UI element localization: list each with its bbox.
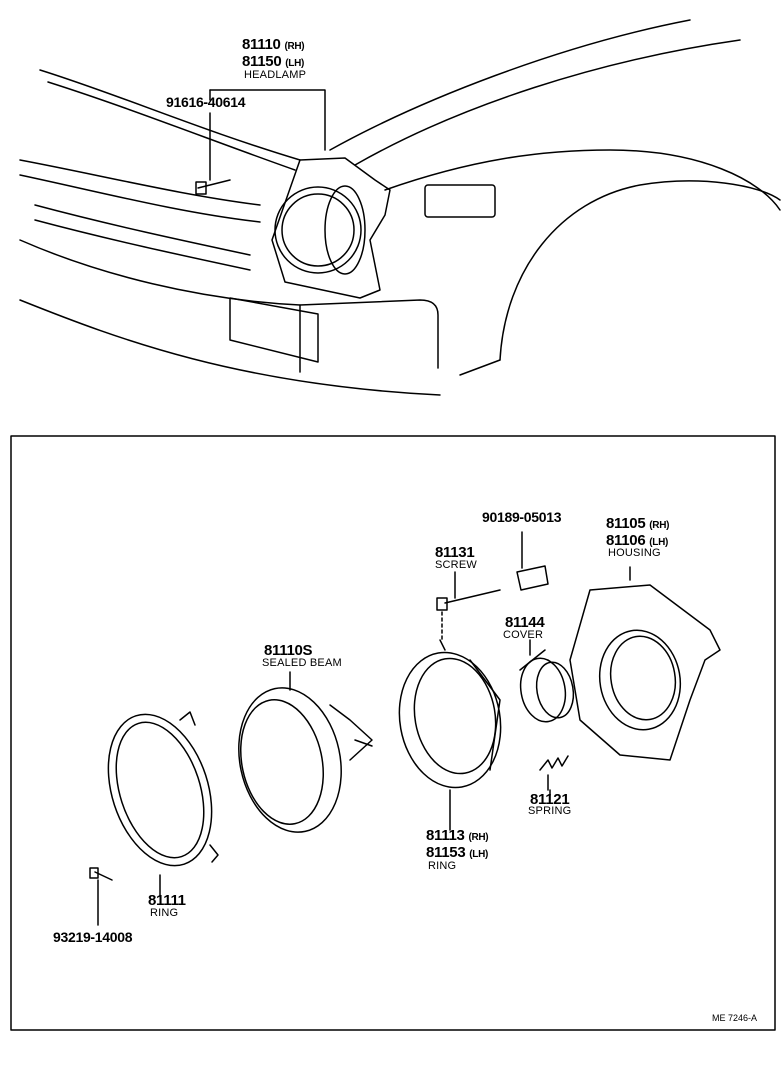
- retainer-screw: [89, 867, 113, 926]
- bolt-part-number: 91616-40614: [166, 94, 246, 110]
- adjuster-spring: [539, 755, 569, 791]
- headlamp-part-number-rh: 81110 (RH): [242, 36, 305, 53]
- headlamp-part-number-lh: 81150 (LH): [242, 53, 305, 70]
- cover-part-number: 81144: [505, 614, 545, 631]
- adjusting-screw: [436, 589, 501, 641]
- mount-ring-part-number-rh: 81113 (RH): [426, 827, 489, 844]
- adjuster-cover: [519, 649, 575, 723]
- screw-name: SCREW: [435, 559, 477, 571]
- reference-code: ME 7246-A: [712, 1013, 758, 1023]
- mount-ring-part-number-lh: 81153 (LH): [426, 844, 489, 861]
- exploded-view-frame: [10, 435, 776, 1031]
- sealed-beam-name: SEALED BEAM: [262, 657, 342, 669]
- retainer-screw-part-number: 93219-14008: [53, 929, 133, 945]
- sealed-beam: [238, 687, 373, 833]
- mounting-ring: [398, 639, 502, 831]
- housing-part-number-lh: 81106 (LH): [606, 532, 669, 549]
- sealed-beam-part-number: 81110S: [264, 642, 313, 659]
- retainer-ring: [107, 711, 219, 867]
- mount-ring-name: RING: [428, 860, 457, 872]
- vehicle-body-illustration: [19, 19, 781, 396]
- headlamp-name: HEADLAMP: [244, 69, 307, 81]
- spring-name: SPRING: [528, 805, 572, 817]
- clip-nut: [516, 531, 549, 591]
- housing-part-number-rh: 81105 (RH): [606, 515, 670, 532]
- spring-part-number: 81121: [530, 791, 570, 808]
- housing-name: HOUSING: [608, 547, 661, 559]
- cover-name: COVER: [503, 629, 544, 641]
- headlamp-housing: [569, 566, 721, 761]
- retainer-ring-name: RING: [150, 907, 179, 919]
- nut-part-number: 90189-05013: [482, 509, 562, 525]
- screw-part-number: 81131: [435, 544, 475, 561]
- retainer-ring-part-number: 81111: [148, 892, 186, 909]
